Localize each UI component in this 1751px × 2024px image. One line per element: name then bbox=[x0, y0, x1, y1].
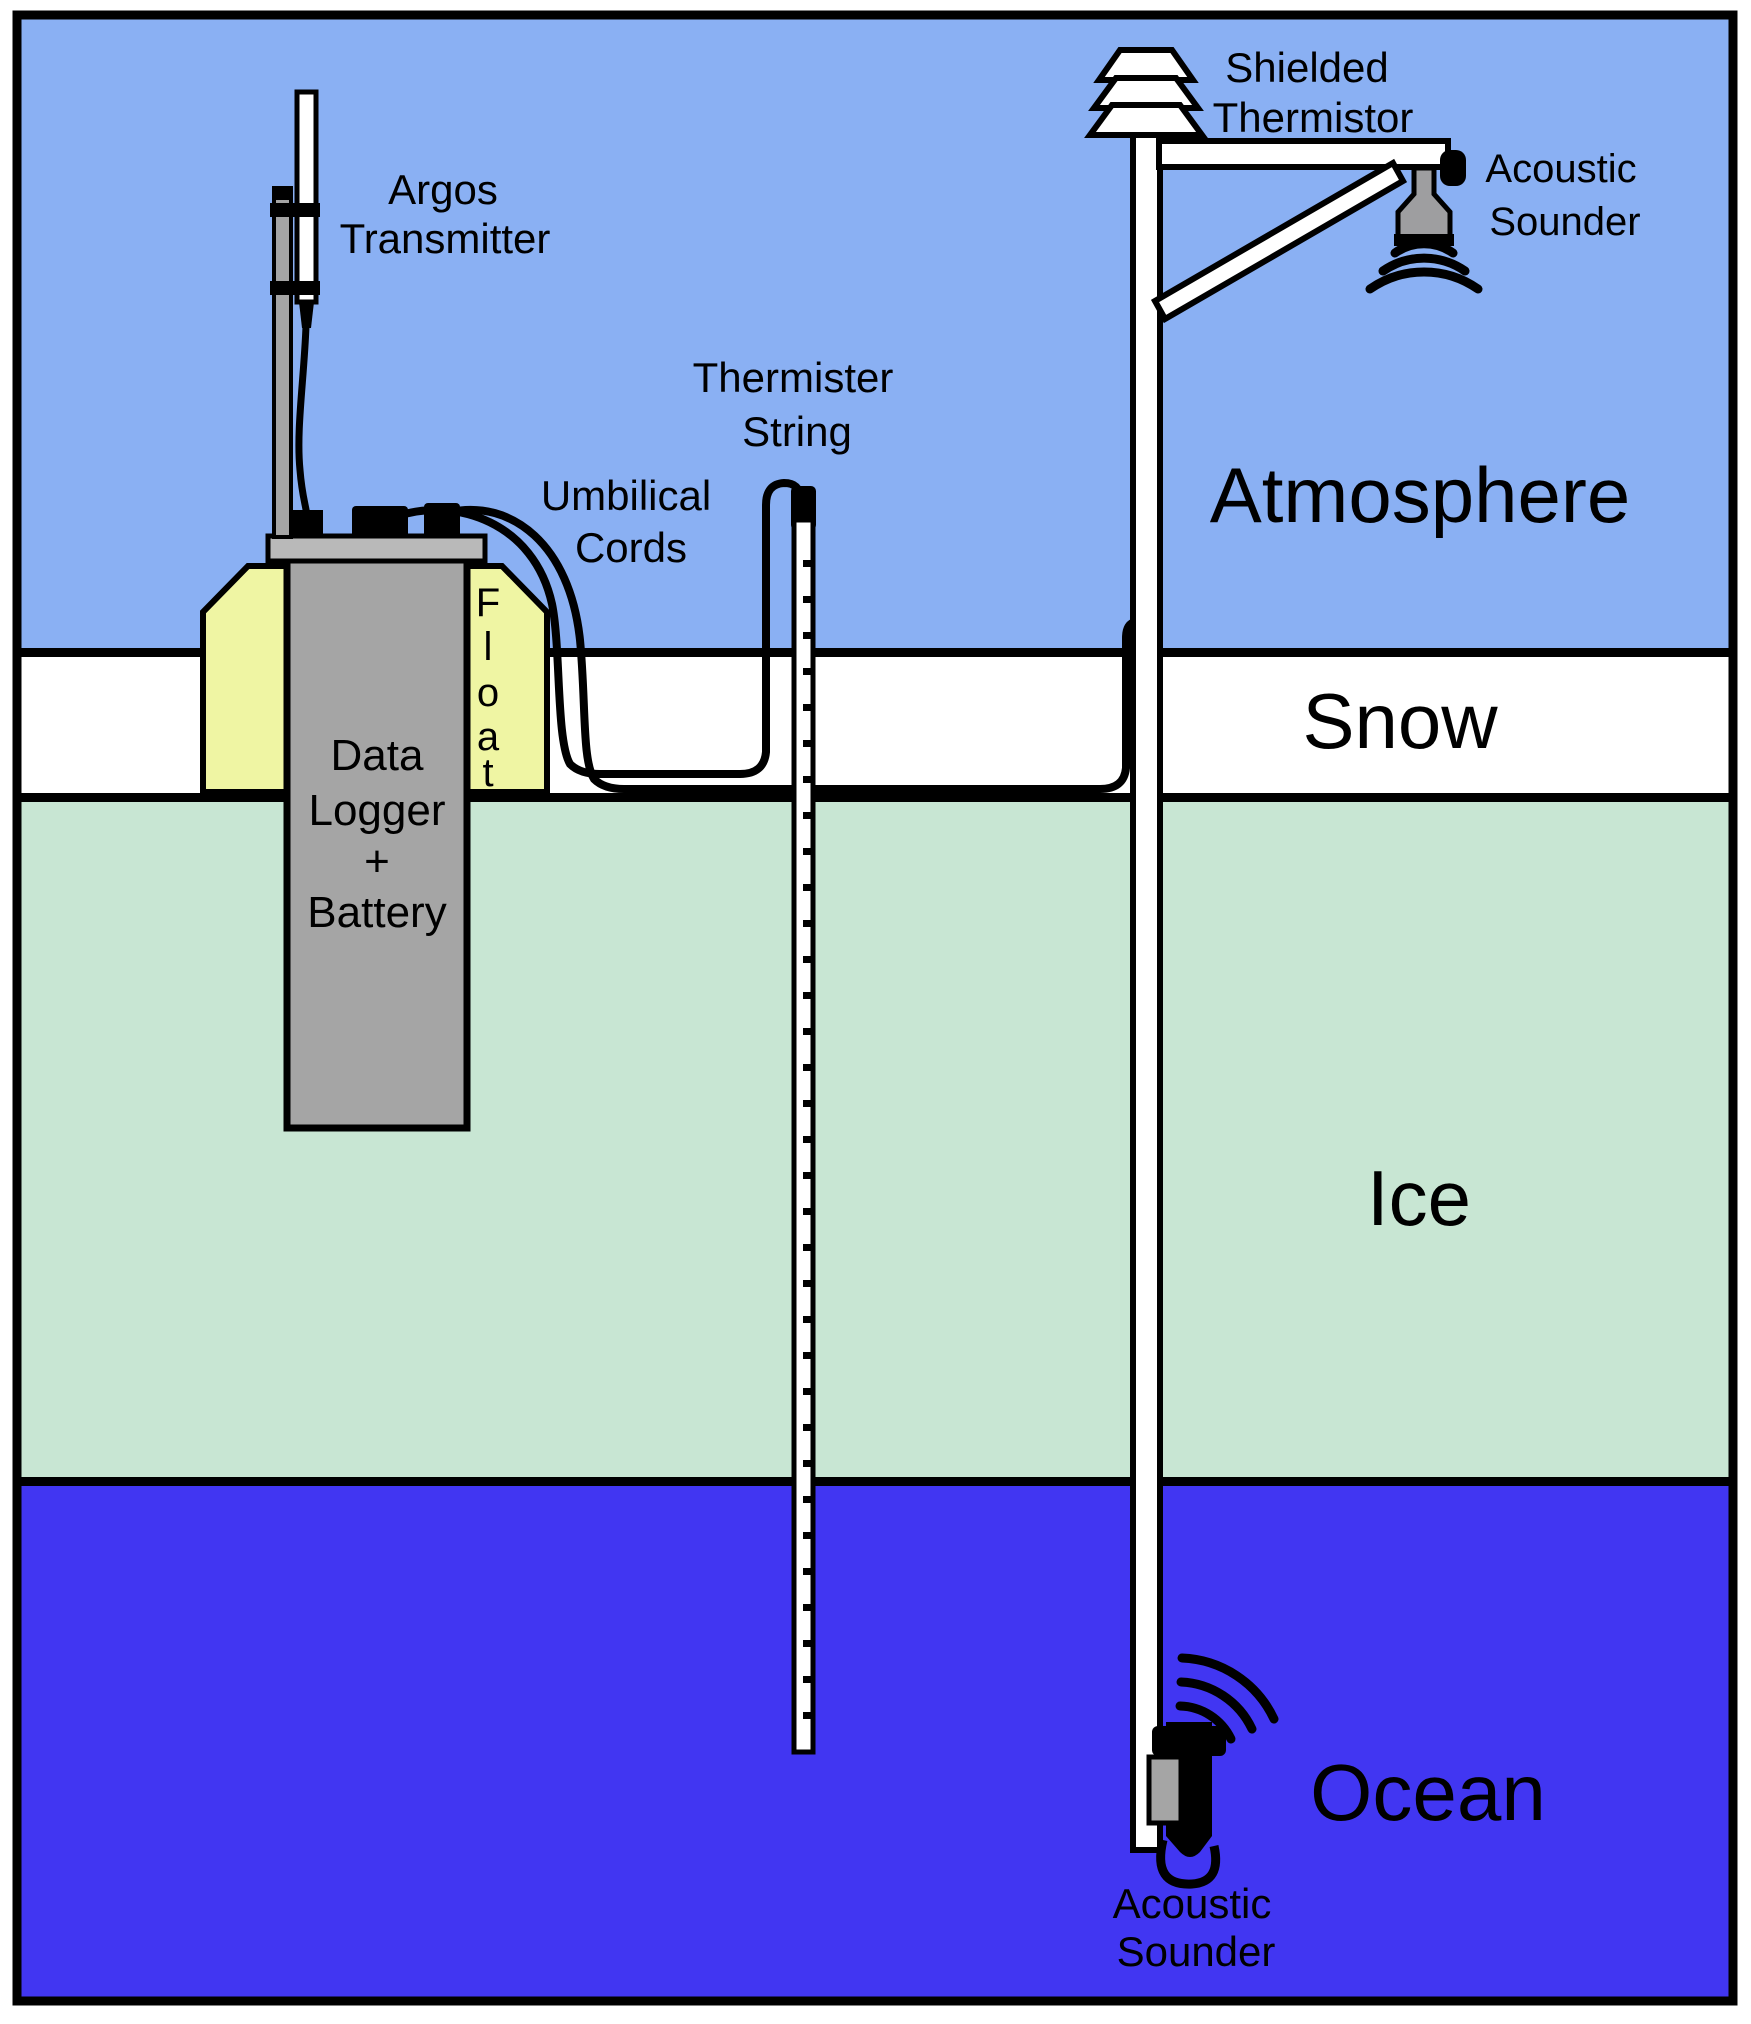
label-umbilical-line1: Umbilical bbox=[541, 472, 711, 519]
sounder-bottom-panel bbox=[1146, 1754, 1184, 1826]
thermistor-sensor-tick bbox=[803, 596, 812, 603]
louver-bottom bbox=[1084, 102, 1208, 138]
thermistor-sensor-tick bbox=[803, 1352, 812, 1359]
label-ocean: Ocean bbox=[1310, 1748, 1546, 1837]
thermistor-sensor-tick bbox=[803, 704, 812, 711]
thermistor-sensor-tick bbox=[803, 740, 812, 747]
shielded-thermistor bbox=[1084, 47, 1208, 138]
thermistor-sensor-tick bbox=[803, 560, 812, 567]
thermistor-sensor-tick bbox=[803, 1100, 812, 1107]
antenna-pole-cap bbox=[272, 186, 293, 200]
thermistor-sensor-tick bbox=[803, 1280, 812, 1287]
snow-top-boundary bbox=[21, 648, 1729, 657]
instrument-mast bbox=[1130, 125, 1163, 1853]
thermistor-sensor-tick bbox=[803, 1244, 812, 1251]
label-acoustic-top-line1: Acoustic bbox=[1485, 147, 1636, 191]
thermistor-sensor-tick bbox=[803, 776, 812, 783]
thermistor-sensor-tick bbox=[803, 992, 812, 999]
cable-connector-middle bbox=[352, 506, 408, 538]
sounder-bottom-hook bbox=[1156, 1838, 1221, 1889]
antenna-pole bbox=[272, 188, 293, 539]
label-acoustic-bottom-line1: Acoustic bbox=[1113, 1880, 1272, 1927]
sound-waves-up bbox=[1175, 1653, 1279, 1744]
sounder-top-bracket bbox=[1440, 150, 1466, 186]
label-float: F l o a t bbox=[476, 581, 500, 795]
louver-middle bbox=[1088, 75, 1204, 111]
thermistor-sensor-tick bbox=[803, 668, 812, 675]
svg-text:o: o bbox=[477, 671, 499, 715]
acoustic-sounder-bottom bbox=[1146, 1653, 1279, 1889]
thermistor-sensor-tick bbox=[803, 1676, 812, 1683]
louver-top bbox=[1093, 47, 1199, 83]
thermistor-sensor-tick bbox=[803, 1640, 812, 1647]
argos-antenna-rod bbox=[294, 89, 319, 305]
acoustic-sounder-top bbox=[1365, 150, 1483, 294]
thermistor-ticks bbox=[803, 560, 812, 1719]
label-data-logger-line3: + bbox=[364, 837, 390, 886]
label-thermistor-string-line2: String bbox=[742, 408, 852, 455]
label-umbilical-line2: Cords bbox=[575, 524, 687, 571]
thermistor-sensor-tick bbox=[803, 1712, 812, 1719]
thermistor-sensor-tick bbox=[803, 884, 812, 891]
thermistor-sensor-tick bbox=[803, 1316, 812, 1323]
umbilical-cord-mast bbox=[446, 505, 1145, 793]
thermistor-sensor-tick bbox=[803, 1532, 812, 1539]
mast-arm bbox=[1156, 138, 1451, 170]
svg-text:a: a bbox=[477, 715, 500, 759]
label-ice: Ice bbox=[1367, 1154, 1471, 1242]
thermistor-sensor-tick bbox=[803, 1028, 812, 1035]
label-argos-line2: Transmitter bbox=[340, 215, 551, 262]
thermistor-sensor-tick bbox=[803, 1424, 812, 1431]
thermistor-sensor-tick bbox=[803, 1208, 812, 1215]
label-data-logger-line1: Data bbox=[331, 731, 424, 780]
label-atmosphere: Atmosphere bbox=[1210, 451, 1631, 539]
label-thermistor-string-line1: Thermister bbox=[693, 354, 894, 401]
label-acoustic-top-line2: Sounder bbox=[1489, 200, 1640, 244]
thermistor-sensor-tick bbox=[803, 1460, 812, 1467]
snow-bottom-boundary bbox=[21, 793, 1729, 802]
antenna-bracket-lower bbox=[270, 281, 320, 295]
diagram-frame bbox=[12, 10, 1738, 2006]
label-snow: Snow bbox=[1302, 677, 1498, 765]
antenna-connector bbox=[299, 302, 314, 328]
umbilical-cord-thermistor bbox=[394, 478, 804, 778]
antenna-bracket-upper bbox=[270, 203, 320, 217]
thermistor-sensor-tick bbox=[803, 1136, 812, 1143]
thermistor-sensor-tick bbox=[803, 632, 812, 639]
umbilical-cords bbox=[394, 478, 1145, 793]
label-shielded-thermistor-line2: Thermistor bbox=[1213, 94, 1414, 141]
thermistor-sensor-tick bbox=[803, 920, 812, 927]
svg-text:F: F bbox=[476, 581, 500, 625]
data-logger-body bbox=[283, 548, 471, 1132]
layer-ocean bbox=[21, 1482, 1729, 1997]
thermistor-sensor-tick bbox=[803, 812, 812, 819]
antenna-cable bbox=[295, 325, 311, 517]
thermistor-sensor-tick bbox=[803, 1172, 812, 1179]
mast-assembly bbox=[1084, 47, 1483, 1889]
thermistor-sensor-tick bbox=[803, 1064, 812, 1071]
svg-text:t: t bbox=[482, 751, 493, 795]
label-shielded-thermistor-line1: Shielded bbox=[1225, 44, 1388, 91]
label-argos-line1: Argos bbox=[388, 166, 498, 213]
thermistor-sensor-tick bbox=[803, 848, 812, 855]
mast-brace bbox=[1150, 158, 1408, 324]
thermistor-sensor-tick bbox=[803, 1604, 812, 1611]
thermistor-sensor-tick bbox=[803, 1496, 812, 1503]
layer-ice bbox=[21, 798, 1729, 1482]
thermistor-sensor-tick bbox=[803, 1568, 812, 1575]
label-data-logger-line2: Logger bbox=[308, 786, 445, 835]
data-logger-cap bbox=[265, 533, 488, 564]
label-data-logger-line4: Battery bbox=[307, 888, 446, 937]
thermistor-string bbox=[791, 486, 816, 1755]
ice-ocean-boundary bbox=[21, 1477, 1729, 1486]
thermistor-sensor-tick bbox=[803, 956, 812, 963]
buoy-assembly bbox=[200, 89, 550, 1132]
label-acoustic-bottom-line2: Sounder bbox=[1117, 1928, 1276, 1975]
thermistor-sensor-tick bbox=[803, 1388, 812, 1395]
text-labels: Atmosphere Snow Ice Ocean Argos Transmit… bbox=[307, 44, 1640, 1975]
sound-waves-down bbox=[1365, 239, 1483, 294]
sounder-bottom-flange bbox=[1152, 1726, 1226, 1756]
svg-text:l: l bbox=[484, 625, 493, 669]
